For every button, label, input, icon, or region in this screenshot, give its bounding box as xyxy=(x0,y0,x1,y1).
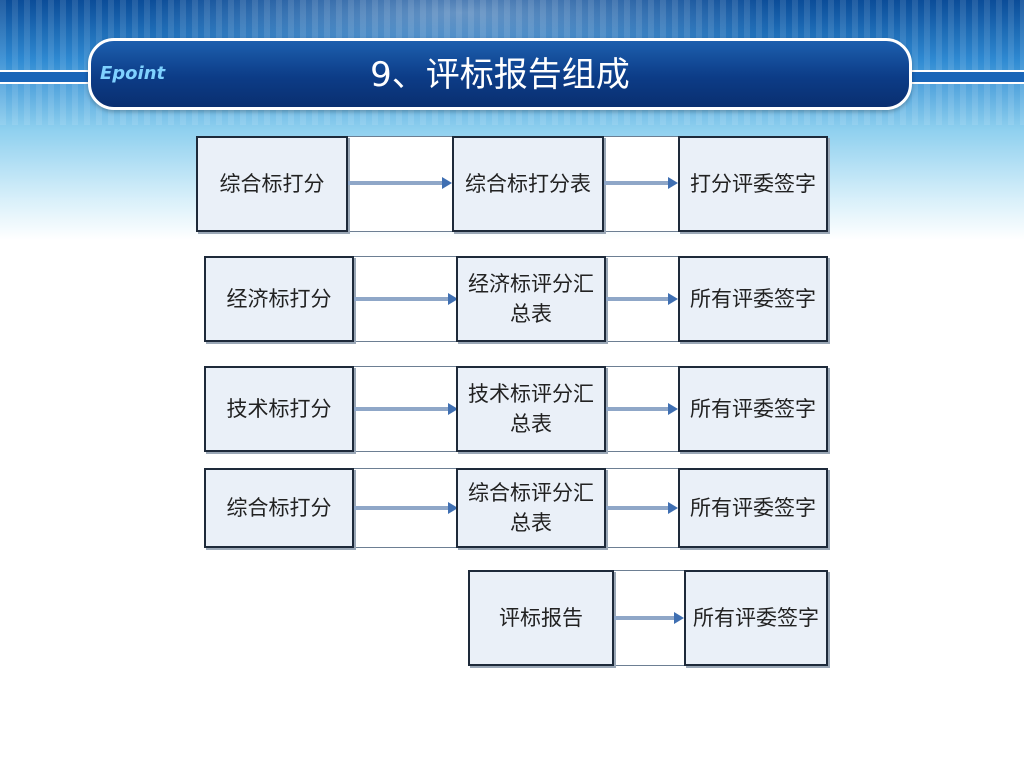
flow-1-arrow-1 xyxy=(348,176,452,190)
title-bar xyxy=(88,38,912,110)
flow-3-step-2: 技术标评分汇总表 xyxy=(456,366,606,452)
flow-2-step-3: 所有评委签字 xyxy=(678,256,828,342)
flow-4-step-3: 所有评委签字 xyxy=(678,468,828,548)
flow-4-step-2: 综合标评分汇总表 xyxy=(456,468,606,548)
header-right-rule xyxy=(912,70,1024,84)
flow-2-arrow-2 xyxy=(606,292,678,306)
flow-2-arrow-1 xyxy=(354,292,458,306)
flow-2-step-1: 经济标打分 xyxy=(204,256,354,342)
flow-1-arrow-2 xyxy=(604,176,678,190)
flow-5-arrow-1 xyxy=(614,611,684,625)
flow-2-step-2: 经济标评分汇总表 xyxy=(456,256,606,342)
page-title: 9、评标报告组成 xyxy=(370,55,630,95)
flow-3-step-3: 所有评委签字 xyxy=(678,366,828,452)
flow-5-step-2: 所有评委签字 xyxy=(684,570,828,666)
flow-4-arrow-1 xyxy=(354,501,458,515)
flow-1-step-2: 综合标打分表 xyxy=(452,136,604,232)
flow-4-arrow-2 xyxy=(606,501,678,515)
flow-4-step-1: 综合标打分 xyxy=(204,468,354,548)
flow-5-step-1: 评标报告 xyxy=(468,570,614,666)
flow-1-step-3: 打分评委签字 xyxy=(678,136,828,232)
flow-3-arrow-1 xyxy=(354,402,458,416)
flow-1-step-1: 综合标打分 xyxy=(196,136,348,232)
flow-3-arrow-2 xyxy=(606,402,678,416)
flow-3-step-1: 技术标打分 xyxy=(204,366,354,452)
epoint-logo: Epoint xyxy=(100,63,166,84)
header-left-rule xyxy=(0,70,92,84)
